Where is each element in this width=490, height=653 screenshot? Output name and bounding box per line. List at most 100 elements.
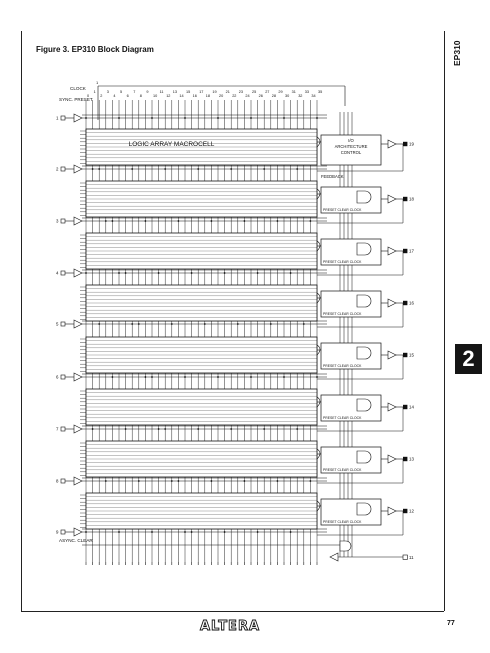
output-buffer-icon [387, 506, 397, 516]
junction-dot [269, 323, 272, 325]
input-pin-number: 1 [56, 116, 59, 121]
output-buffer-icon [387, 246, 397, 256]
junction-dot [283, 117, 285, 119]
junction-dot [144, 376, 147, 378]
column-number: 18 [206, 94, 210, 98]
junction-dot [190, 531, 193, 533]
output-buffer-icon [387, 139, 397, 149]
column-number: 27 [265, 90, 269, 94]
input-pin-icon [60, 478, 66, 484]
junction-dot [170, 480, 173, 482]
junction-dot [98, 168, 101, 170]
input-buffer-icon [73, 476, 83, 486]
and-gate-icon [356, 346, 372, 360]
output-pin-number: 13 [409, 457, 414, 462]
column-number: 26 [259, 94, 263, 98]
junction-dot [289, 531, 292, 533]
register-label: PRESET CLEAR CLOCK [323, 520, 362, 524]
column-number: 11 [160, 90, 164, 94]
junction-dot [184, 531, 186, 533]
column-number: 21 [226, 90, 230, 94]
output-pin-icon [403, 141, 408, 147]
input-buffer-icon [73, 372, 83, 382]
junction-dot [131, 168, 134, 170]
junction-dot [197, 168, 200, 170]
junction-dot [151, 117, 153, 119]
input-buffer-icon [329, 552, 339, 562]
junction-dot [157, 428, 160, 430]
page-frame-left [21, 31, 23, 611]
output-buffer-icon [387, 454, 397, 464]
altera-logo: ALTERA [200, 619, 261, 635]
junction-dot [236, 323, 239, 325]
input-pin-icon [60, 426, 66, 432]
junction-dot [104, 480, 107, 482]
junction-dot [283, 376, 285, 378]
and-gate-icon [356, 294, 372, 308]
sync-preset-label: SYNC. PRESET [59, 97, 93, 102]
junction-dot [276, 220, 279, 222]
register-box [320, 498, 382, 526]
junction-dot [230, 428, 233, 430]
output-pin-icon [403, 196, 408, 202]
junction-dot [131, 323, 134, 325]
column-number: 7 [133, 90, 135, 94]
bottom-pin-number: 11 [409, 555, 414, 560]
output-buffer-icon [387, 298, 397, 308]
column-number: 16 [193, 94, 197, 98]
junction-dot [203, 323, 206, 325]
input-pin-number: 2 [56, 167, 59, 172]
register-box [320, 238, 382, 266]
input-pin-number: 8 [56, 479, 59, 484]
junction-dot [118, 531, 120, 533]
register-box [320, 394, 382, 422]
junction-dot [124, 428, 127, 430]
or-gate-icon [316, 344, 321, 356]
junction-dot [302, 323, 305, 325]
and-gate-icon [356, 242, 372, 256]
output-pin-number: 17 [409, 249, 414, 254]
register-box [320, 290, 382, 318]
column-number: 17 [199, 90, 203, 94]
column-number: 35 [318, 90, 322, 94]
section-tab: 2 [455, 344, 482, 374]
junction-dot [289, 272, 292, 274]
and-gate-icon [339, 540, 352, 552]
junction-dot [197, 428, 200, 430]
input-buffer-icon [73, 113, 83, 123]
column-number: 2 [100, 94, 102, 98]
output-pin-icon [403, 456, 408, 462]
junction-dot [177, 480, 180, 482]
column-number: 24 [245, 94, 249, 98]
register-label: PRESET CLEAR CLOCK [323, 260, 362, 264]
junction-dot [91, 168, 94, 170]
input-buffer-icon [73, 424, 83, 434]
column-number: 12 [166, 94, 170, 98]
junction-dot [85, 531, 87, 533]
input-pin-number: 5 [56, 322, 59, 327]
column-number: 19 [212, 90, 216, 94]
page-frame-right [444, 31, 446, 611]
junction-dot [164, 168, 167, 170]
input-pin-icon [60, 218, 66, 224]
junction-dot [263, 168, 266, 170]
junction-dot [184, 117, 186, 119]
io-control-label: CONTROL [341, 150, 362, 155]
column-number: 32 [298, 94, 302, 98]
or-gate-icon [316, 188, 321, 200]
junction-dot [170, 323, 173, 325]
and-gate-icon [356, 190, 372, 204]
junction-dot [190, 272, 193, 274]
input-pin-number: 3 [56, 219, 59, 224]
junction-dot [144, 220, 147, 222]
column-number: 5 [120, 90, 122, 94]
input-buffer-icon [73, 319, 83, 329]
junction-dot [230, 168, 233, 170]
column-number: 8 [140, 94, 142, 98]
junction-dot [217, 376, 219, 378]
and-gate-icon [356, 502, 372, 516]
junction-dot [309, 480, 312, 482]
column-number: 29 [278, 90, 282, 94]
junction-dot [316, 117, 318, 119]
